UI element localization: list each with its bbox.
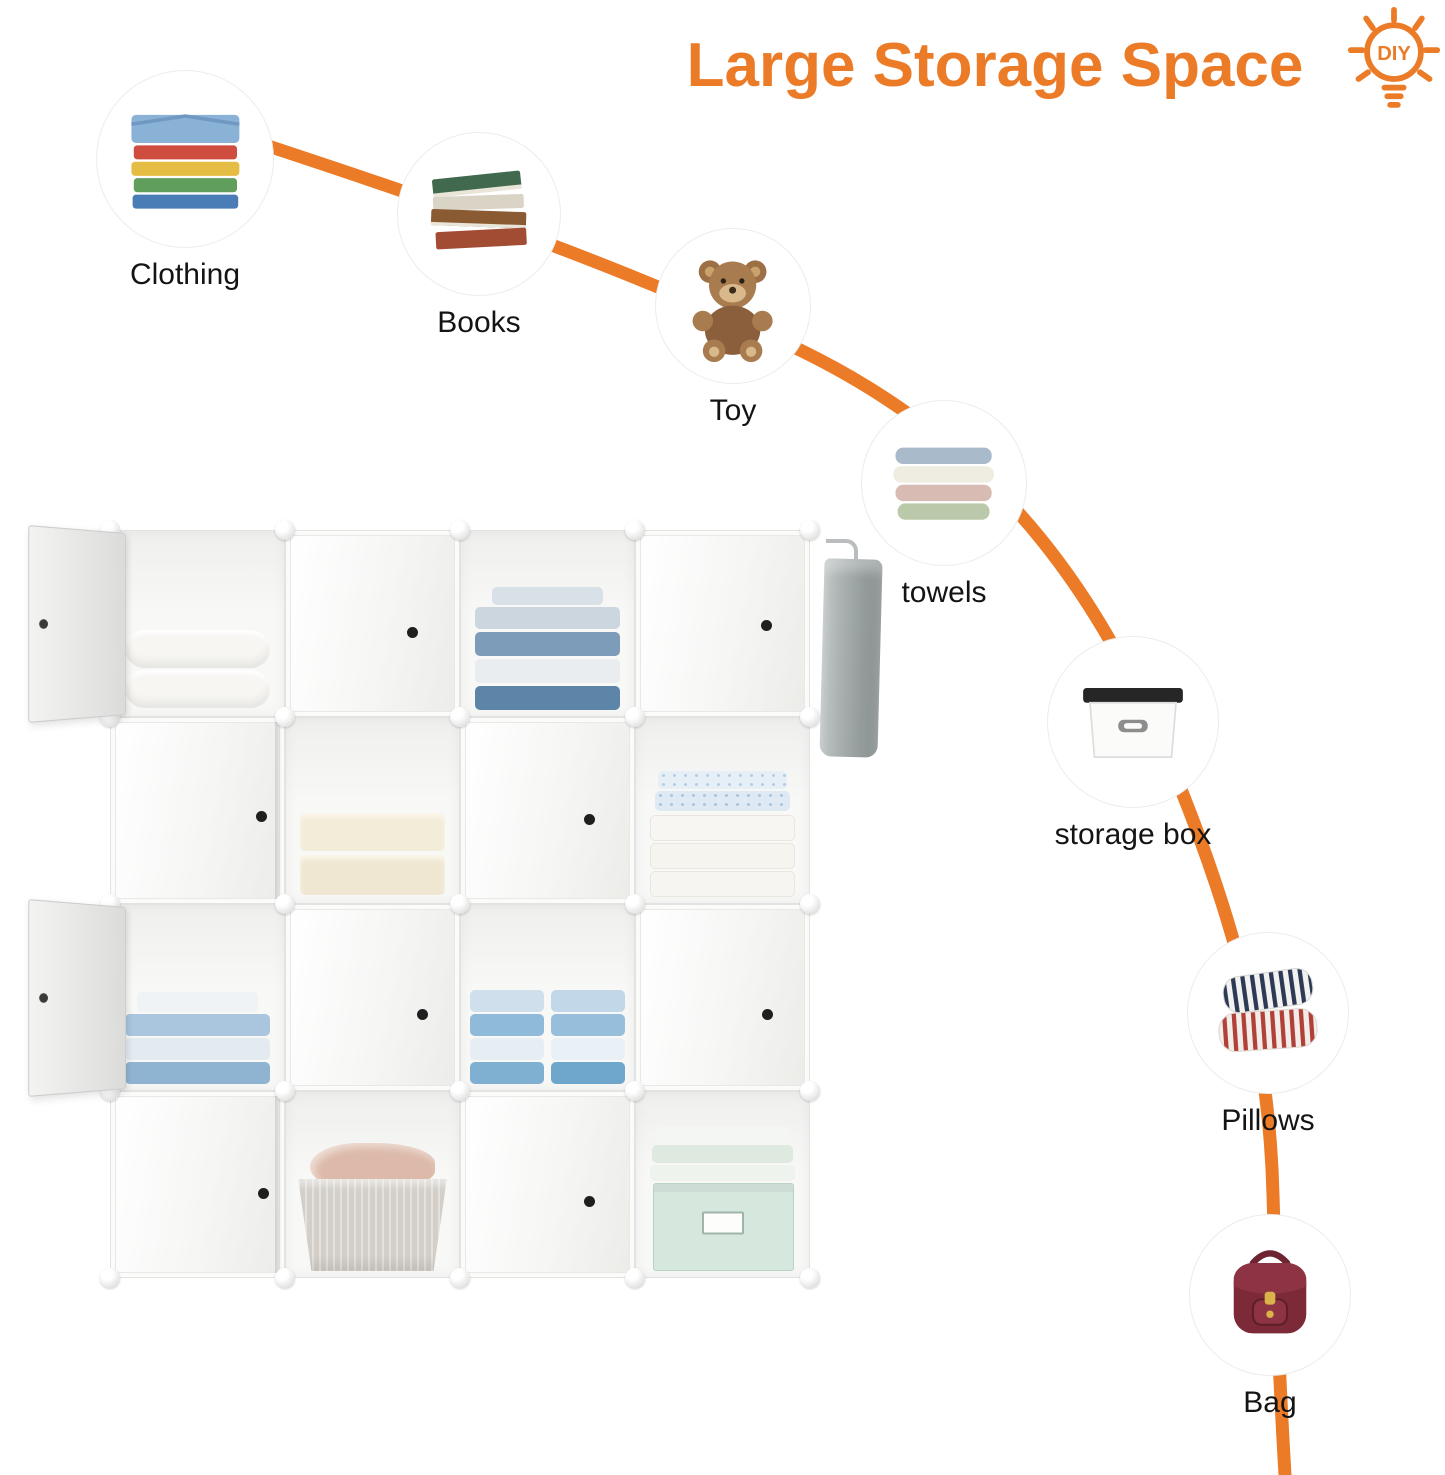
page-title: Large Storage Space — [686, 31, 1304, 100]
cube-r3c2 — [285, 904, 460, 1091]
diy-label: DIY — [1377, 43, 1411, 65]
cube-r4c2 — [285, 1091, 460, 1278]
bubble-towels: towels — [861, 400, 1027, 610]
cube-door — [640, 535, 805, 712]
cube-r4c1 — [110, 1091, 285, 1278]
pillow — [124, 670, 271, 708]
cube-door — [465, 1096, 630, 1273]
blue-towel-stacks — [461, 905, 634, 1090]
folded-jeans-stack — [461, 531, 634, 716]
teddy-bear-icon — [692, 260, 774, 363]
books-stack-icon — [431, 170, 528, 250]
pillow — [124, 630, 271, 668]
bubble-label: Pillows — [1221, 1104, 1315, 1137]
striped-pillows-icon — [1218, 967, 1318, 1053]
folded-towels-icon — [893, 448, 995, 521]
backpack-icon — [1233, 1250, 1307, 1334]
cream-blanket-stack — [286, 718, 459, 903]
cube-door — [290, 909, 455, 1086]
cube-r4c4 — [635, 1091, 810, 1278]
open-door-top — [28, 525, 126, 723]
cube-door — [640, 909, 805, 1086]
cube-r1c3 — [460, 530, 635, 717]
towels-photo-circle — [861, 400, 1027, 566]
door-knob — [407, 627, 419, 639]
door-knob — [583, 1195, 595, 1207]
bubble-bag: Bag — [1189, 1214, 1351, 1420]
cube-r3c4 — [635, 904, 810, 1091]
bubble-clothing: Clothing — [96, 70, 274, 292]
door-knob — [417, 1008, 429, 1020]
cube-r2c3 — [460, 717, 635, 904]
bubble-label: towels — [901, 576, 987, 609]
cube-r2c2 — [285, 717, 460, 904]
cube-grid — [110, 530, 810, 1278]
cube-r3c3 — [460, 904, 635, 1091]
folded-clothes-icon — [130, 113, 240, 209]
clothing-photo-circle — [96, 70, 274, 248]
cube-r1c2 — [285, 530, 460, 717]
diy-lightbulb-icon: DIY — [1347, 6, 1441, 108]
fabric-basket — [298, 1179, 447, 1271]
bubble-label: Toy — [709, 394, 757, 427]
cube-door — [290, 535, 455, 712]
cube-r3c1 — [110, 904, 285, 1091]
door-ajar-gap — [275, 1096, 282, 1273]
green-storage-box — [653, 1183, 794, 1271]
cube-door — [115, 722, 280, 899]
cube-r1c1 — [110, 530, 285, 717]
door-knob-hole — [39, 993, 48, 1003]
bubble-label: storage box — [1054, 818, 1212, 851]
storage-box-photo-circle — [1047, 636, 1219, 808]
cube-r2c1 — [110, 717, 285, 904]
bubble-toy: Toy — [655, 228, 811, 428]
cube-r4c3 — [460, 1091, 635, 1278]
pillows-photo-circle — [1187, 932, 1349, 1094]
bubble-pillows: Pillows — [1187, 932, 1349, 1138]
toy-photo-circle — [655, 228, 811, 384]
comforter-stack — [636, 718, 809, 903]
door-knob — [583, 814, 595, 826]
door-knob — [258, 1188, 270, 1200]
side-hook — [826, 539, 858, 567]
bubble-storage-box: storage box — [1047, 636, 1219, 852]
blankets-over-box — [636, 1092, 809, 1277]
door-knob-hole — [39, 619, 48, 629]
cube-door — [115, 1096, 280, 1273]
bubble-label: Clothing — [129, 258, 241, 291]
books-photo-circle — [397, 132, 561, 296]
door-ajar-gap — [275, 722, 282, 899]
cube-door — [465, 722, 630, 899]
bubble-books: Books — [397, 132, 561, 340]
cube-r2c4 — [635, 717, 810, 904]
door-knob — [762, 1008, 774, 1020]
hanging-towel — [819, 558, 883, 758]
bubble-label: Books — [437, 306, 521, 339]
bag-photo-circle — [1189, 1214, 1351, 1376]
bubble-label: Bag — [1243, 1386, 1297, 1419]
storage-organizer — [20, 515, 925, 1315]
open-door-bottom — [28, 899, 126, 1097]
storage-box-icon — [1083, 688, 1183, 758]
box-label-plate — [702, 1211, 745, 1235]
cube-r1c4 — [635, 530, 810, 717]
folded-clothes-stack — [111, 905, 284, 1090]
door-knob — [256, 810, 268, 822]
door-knob — [760, 619, 772, 631]
